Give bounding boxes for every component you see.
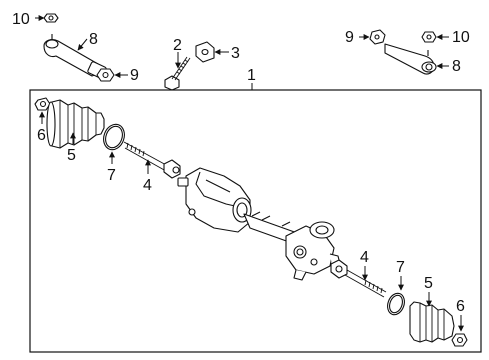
callout-5-left: 5 [67,147,76,164]
stud-nut-left [43,13,59,23]
tie-rod-end-left [43,34,107,79]
bellows-boot-left [46,99,105,149]
boot-clamp-left [34,97,51,111]
callout-9-right: 9 [345,29,354,46]
mounting-nut [195,41,215,63]
steering-gear-housing [177,167,341,281]
callout-6-right: 6 [456,298,465,315]
callout-2: 2 [173,37,182,54]
callout-8-right: 8 [452,58,461,75]
callout-4-right: 4 [360,249,369,266]
tie-rod-end-right [384,43,437,75]
callout-10-left: 10 [12,11,30,28]
callout-6-left: 6 [37,127,46,144]
callout-8-left: 8 [89,31,98,48]
inner-tie-rod-right [330,259,387,298]
callout-1: 1 [247,67,256,84]
stud-nut-right [421,31,437,43]
callout-7-right: 7 [396,259,405,276]
assembly-box [29,89,482,353]
callout-10-right: 10 [452,29,470,46]
clamp-ring-left [103,123,125,151]
callout-9-left: 9 [130,67,139,84]
callout-3: 3 [231,45,240,62]
inner-tie-rod-left [123,141,181,179]
lock-nut-left [96,68,115,82]
boot-clamp-right [451,333,468,347]
clamp-ring-right [387,292,405,316]
callout-4-left: 4 [143,177,152,194]
callout-5-right: 5 [424,275,433,292]
bellows-boot-right [409,301,455,343]
callout-7-left: 7 [107,167,116,184]
lock-nut-right [369,29,386,45]
